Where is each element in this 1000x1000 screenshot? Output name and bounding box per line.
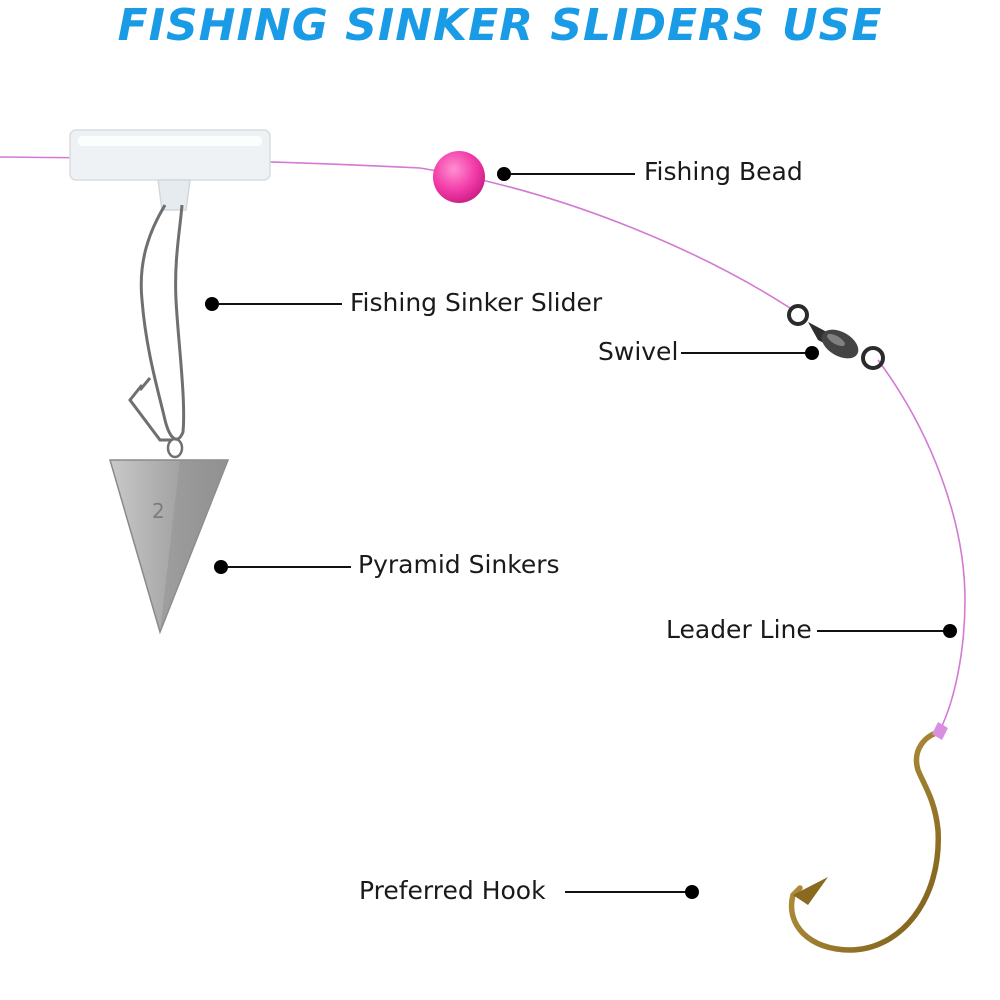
pyramid-sinker-icon: 2 [109,459,230,635]
sinker-slider-label: Fishing Sinker Slider [350,288,603,317]
leader-line-label: Leader Line [666,615,812,644]
leader-line-pointer-dot [943,624,957,638]
leader-line-pointer-line [817,630,945,632]
sinker-weight-mark: 2 [152,499,165,523]
pyramid-sinkers-label: Pyramid Sinkers [358,550,560,579]
fishing-bead-label: Fishing Bead [644,157,803,186]
sinker-slider-pointer-dot [205,297,219,311]
swivel-pointer-dot [805,346,819,360]
fishing-bead-icon [433,151,485,203]
swivel-label: Swivel [598,337,679,366]
sinker-slider-pointer-line [218,303,342,305]
pyramid-sinkers-pointer-dot [214,560,228,574]
fishing-bead-pointer-dot [497,167,511,181]
leader-line-icon [877,359,966,731]
fishing-bead-pointer-line [510,173,635,175]
hook-icon [788,722,948,953]
swivel-icon [787,304,885,370]
preferred-hook-label: Preferred Hook [359,876,546,905]
page-title: FISHING SINKER SLIDERS USE [117,0,883,51]
preferred-hook-pointer-dot [685,885,699,899]
pyramid-sinkers-pointer-line [227,566,351,568]
swivel-pointer-line [681,352,808,354]
preferred-hook-pointer-line [565,891,687,893]
sinker-slider-icon [69,129,271,459]
